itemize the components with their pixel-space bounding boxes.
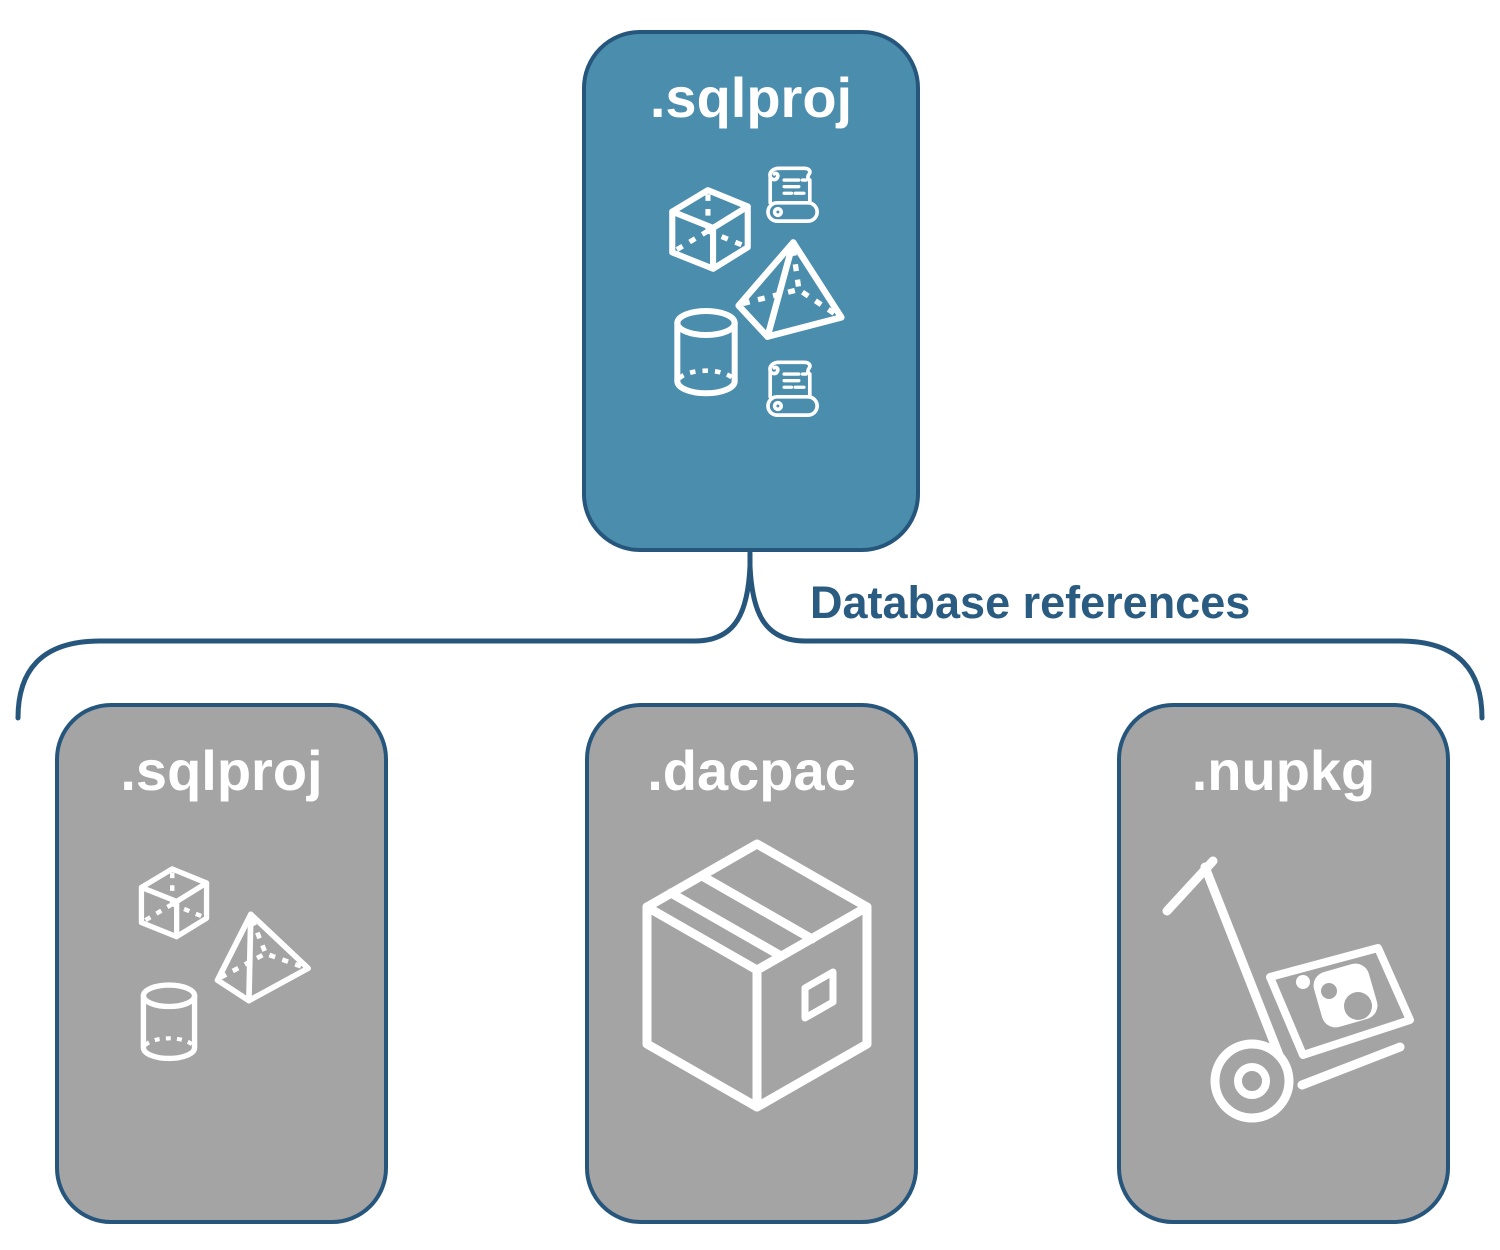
database-cylinder-icon — [143, 985, 194, 1058]
child-node-title: .sqlproj — [120, 739, 323, 802]
node-nupkg-child: .nupkg — [1117, 703, 1450, 1224]
sql-database-objects-icon — [120, 855, 320, 1065]
node-dacpac-child: .dacpac — [585, 703, 918, 1224]
pyramid-icon — [739, 242, 842, 336]
cube-icon — [141, 869, 206, 937]
child-node-title: .nupkg — [1191, 739, 1376, 802]
node-sqlproj-root: .sqlproj — [582, 30, 920, 552]
connector-label: Database references — [810, 577, 1251, 628]
database-cylinder-icon — [677, 311, 734, 393]
sql-project-contents-icon — [645, 166, 905, 417]
root-node-title: .sqlproj — [649, 66, 853, 129]
node-sqlproj-child: .sqlproj — [55, 703, 388, 1224]
pyramid-icon — [204, 904, 312, 1007]
script-scroll-icon — [766, 166, 819, 223]
child-node-title: .dacpac — [647, 739, 856, 802]
nuget-handtruck-icon — [1155, 845, 1425, 1145]
script-scroll-icon — [766, 360, 819, 417]
package-box-icon — [637, 838, 877, 1118]
cube-icon — [672, 190, 747, 269]
